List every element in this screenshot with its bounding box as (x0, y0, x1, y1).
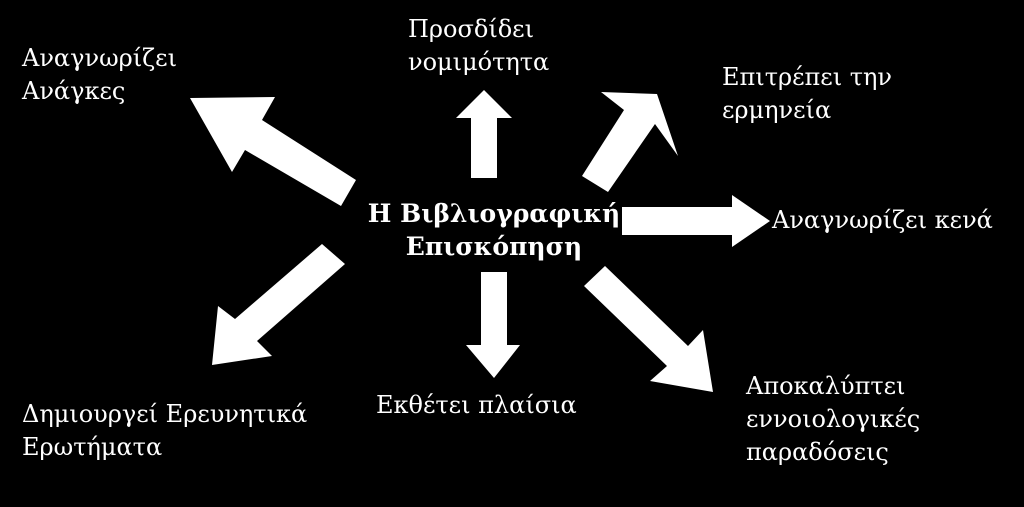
node-questions-line-2: Ερωτήματα (22, 433, 163, 461)
node-traditions-line-3: παραδόσεις (746, 438, 889, 466)
center-line-2: Επισκόπηση (405, 232, 583, 261)
arrow-to-frameworks (466, 272, 520, 378)
node-interpretation: Επιτρέπει την ερμηνεία (722, 61, 892, 127)
arrow-to-questions (212, 244, 345, 365)
node-legitimacy-line-1: Προσδίδει (408, 15, 535, 43)
node-questions: Δημιουργεί Ερευνητικά Ερωτήματα (22, 398, 307, 464)
node-frameworks-line-1: Εκθέτει πλαίσια (376, 391, 577, 419)
node-frameworks: Εκθέτει πλαίσια (376, 389, 577, 422)
node-gaps: Αναγνωρίζει κενά (772, 204, 993, 237)
node-needs-line-1: Αναγνωρίζει (22, 44, 178, 72)
node-interpretation-line-2: ερμηνεία (722, 96, 832, 124)
node-legitimacy: Προσδίδει νομιμότητα (408, 13, 549, 79)
node-traditions: Αποκαλύπτει εννοιολογικές παραδόσεις (746, 370, 920, 469)
node-traditions-line-2: εννοιολογικές (746, 405, 921, 433)
arrow-to-legitimacy (456, 90, 512, 178)
node-needs: Αναγνωρίζει Ανάγκες (22, 42, 177, 108)
node-interpretation-line-1: Επιτρέπει την (722, 63, 893, 91)
node-traditions-line-1: Αποκαλύπτει (746, 372, 906, 400)
node-questions-line-1: Δημιουργεί Ερευνητικά (22, 400, 308, 428)
arrow-to-needs (190, 97, 356, 206)
center-node: Η Βιβλιογραφική Επισκόπηση (350, 197, 638, 263)
node-legitimacy-line-2: νομιμότητα (408, 48, 550, 76)
node-gaps-line-1: Αναγνωρίζει κενά (772, 206, 993, 234)
arrow-to-gaps (622, 195, 770, 247)
node-needs-line-2: Ανάγκες (22, 77, 126, 105)
arrow-to-interpretation (582, 92, 678, 192)
center-line-1: Η Βιβλιογραφική (367, 199, 621, 228)
arrow-to-traditions (584, 266, 713, 392)
